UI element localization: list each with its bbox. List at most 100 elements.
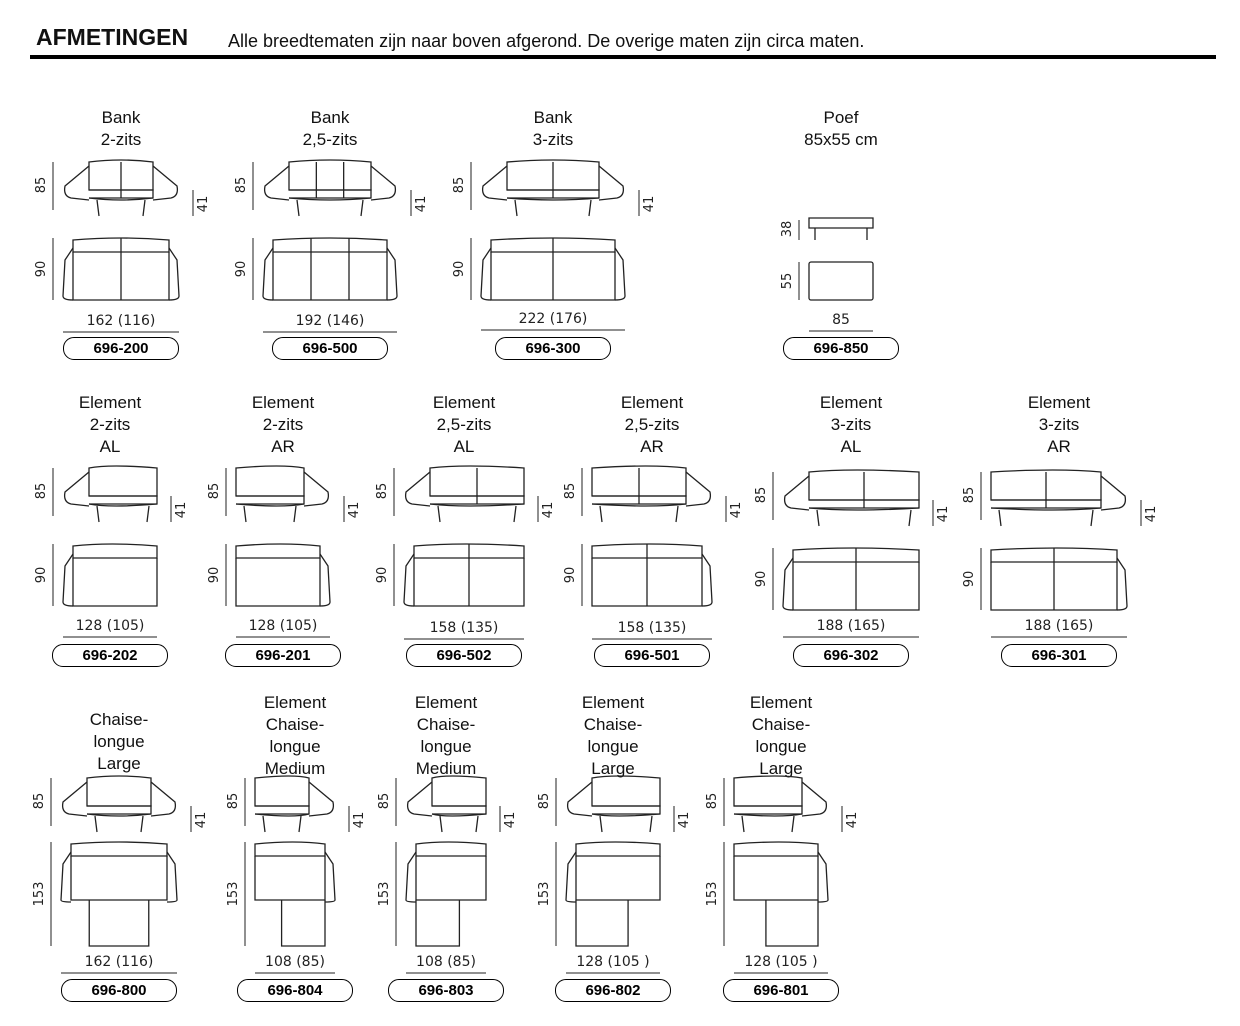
height-dim: 85 <box>537 793 552 810</box>
seat-outline <box>415 856 487 901</box>
left-arm-top <box>60 851 72 903</box>
front-group <box>263 159 397 217</box>
back-cushion <box>990 547 1118 563</box>
seat-height-dim: 41 <box>174 502 189 519</box>
front-group <box>733 775 828 833</box>
back-cushion <box>490 237 616 253</box>
front-view <box>63 465 158 523</box>
product-title-line: 2-zits <box>89 415 131 434</box>
top-group <box>808 261 874 301</box>
width-label: 158 (135) <box>429 620 499 636</box>
seat-height-dim: 41 <box>729 502 744 519</box>
seat-outline <box>72 558 158 607</box>
backrest <box>288 159 372 191</box>
product-title-line: Chaise- <box>89 710 149 729</box>
back-cushion <box>254 841 326 857</box>
left-arm <box>63 471 90 507</box>
seat-height-dim: 41 <box>541 502 556 519</box>
product-title-line: Bank <box>310 108 350 127</box>
backrest <box>431 775 487 807</box>
front-group <box>254 775 335 833</box>
right-arm-top <box>386 247 398 301</box>
seat <box>255 805 310 815</box>
product-title-line: Element <box>78 393 142 412</box>
product-title-line: Element <box>263 693 327 712</box>
back-cushion <box>575 841 661 857</box>
front-view <box>63 159 179 217</box>
back-cushion <box>733 841 819 857</box>
product-code: 696-803 <box>388 979 504 1002</box>
right-arm <box>598 165 625 201</box>
left-arm <box>263 165 290 201</box>
seat-height-dim: 41 <box>845 812 860 829</box>
product-title-line: Element <box>581 693 645 712</box>
product-code: 696-301 <box>1001 644 1117 667</box>
right-arm <box>152 165 179 201</box>
back-cushion <box>72 543 158 559</box>
product-title-line: 2,5-zits <box>624 415 680 434</box>
poef-top <box>808 217 874 229</box>
poef-outline <box>808 261 874 301</box>
product-title-line: 2-zits <box>262 415 304 434</box>
legs <box>514 199 592 217</box>
width-label: 128 (105 ) <box>744 954 818 970</box>
right-arm <box>370 165 397 201</box>
front-group <box>406 775 487 833</box>
height-dim: 85 <box>32 793 47 810</box>
left-arm <box>63 165 90 201</box>
back-cushion <box>235 543 321 559</box>
front-view <box>481 159 625 217</box>
seat <box>592 805 661 815</box>
seat <box>734 805 803 815</box>
top-view <box>62 237 180 301</box>
top-view <box>403 543 525 607</box>
product-title-line: Element <box>414 693 478 712</box>
top-group <box>480 237 626 301</box>
product-title-line: 3-zits <box>1038 415 1080 434</box>
seat-height-dim: 41 <box>196 196 211 213</box>
product-title-line: AR <box>271 437 295 456</box>
page-title: AFMETINGEN <box>36 24 189 50</box>
width-label: 162 (116) <box>84 954 154 970</box>
header-divider <box>30 55 1216 59</box>
seat <box>236 495 305 505</box>
seat-height-dim: 41 <box>642 196 657 213</box>
front-view <box>783 469 920 527</box>
seat-base <box>990 507 1102 511</box>
top-group <box>591 543 713 607</box>
top-group <box>262 237 398 301</box>
seat-base <box>591 503 687 507</box>
legs <box>439 815 479 833</box>
product-title-line: Large <box>97 754 141 773</box>
product-title-line: 85x55 cm <box>804 130 878 149</box>
product-title-line: AR <box>1047 437 1071 456</box>
front-view <box>235 465 330 523</box>
right-arm-top <box>701 553 713 607</box>
seat-height-dim: 41 <box>414 196 429 213</box>
front-group <box>783 469 920 527</box>
seat-height-dim: 41 <box>1144 506 1159 523</box>
chaise-extension <box>280 900 326 947</box>
product-title-line: AL <box>99 437 121 456</box>
height-dim: 85 <box>34 177 49 194</box>
top-group <box>254 841 336 947</box>
product-title-line: Medium <box>264 759 326 778</box>
product-title-line: Large <box>591 759 635 778</box>
backrest <box>506 159 600 191</box>
height-dim: 85 <box>754 487 769 504</box>
front-group <box>566 775 661 833</box>
depth-dim: 90 <box>452 261 467 278</box>
width-label: 222 (176) <box>518 311 588 327</box>
seat-base <box>506 197 600 201</box>
product-title-line: longue <box>93 732 145 751</box>
top-view <box>254 841 336 947</box>
left-arm <box>404 471 431 507</box>
product-title-line: Chaise- <box>265 715 325 734</box>
